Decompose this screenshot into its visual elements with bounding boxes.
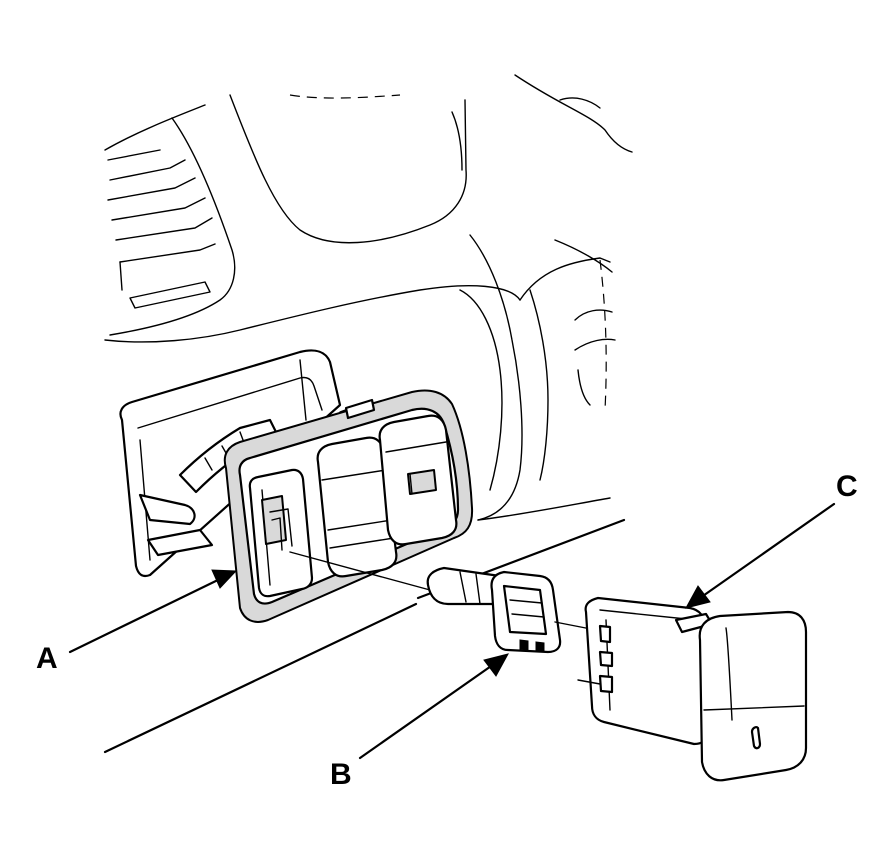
label-a: A xyxy=(36,642,58,675)
rocker-switch xyxy=(577,596,808,782)
wire-guide-line xyxy=(289,551,431,591)
callout-b: B xyxy=(330,653,509,791)
callout-c-arrowhead xyxy=(685,585,711,609)
switch-bezel xyxy=(223,389,474,623)
callout-a-arrowhead xyxy=(211,569,238,589)
dashboard-panel xyxy=(104,74,633,521)
label-b: B xyxy=(330,758,352,791)
callout-b-arrowhead xyxy=(483,653,509,677)
wire-connector xyxy=(426,566,597,654)
label-c: C xyxy=(836,470,858,503)
callout-a: A xyxy=(36,569,238,675)
callout-c: C xyxy=(685,470,858,609)
